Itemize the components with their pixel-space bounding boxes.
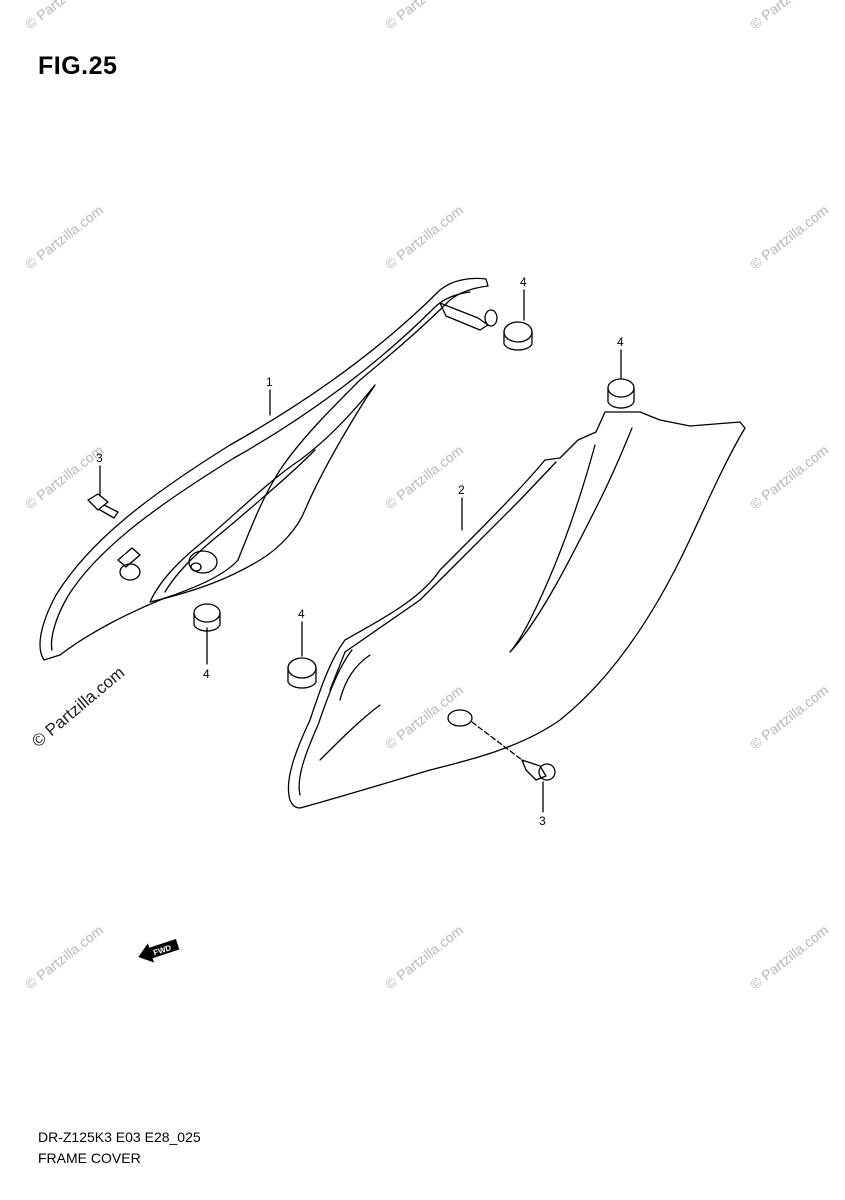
watermark: © Partzilla.com	[747, 442, 831, 513]
watermark: © Partzilla.com	[382, 202, 466, 273]
frame-cover-upper	[39, 277, 498, 661]
grommet-lower	[287, 657, 317, 689]
callout-part-4: 4	[203, 667, 210, 681]
watermark: © Partzilla.com	[22, 0, 106, 32]
watermark: © Partzilla.com	[382, 682, 466, 753]
grommet-top	[503, 321, 533, 351]
watermark: © Partzilla.com	[22, 922, 106, 993]
callout-part-3: 3	[539, 814, 546, 828]
watermark: © Partzilla.com	[22, 442, 106, 513]
forward-arrow-icon: FWD	[138, 939, 180, 963]
callout-part-4: 4	[617, 335, 624, 349]
figure-title: FIG.25	[38, 52, 118, 80]
footer: DR-Z125K3 E03 E28_025 FRAME COVER	[38, 1127, 201, 1169]
bolt-right	[521, 759, 556, 781]
watermark: © Partzilla.com	[747, 922, 831, 993]
leader-lines	[99, 289, 622, 813]
callout-part-1: 1	[266, 375, 273, 389]
fwd-label: FWD	[152, 943, 172, 957]
watermark: © Partzilla.com	[382, 442, 466, 513]
grommet-left	[193, 603, 221, 632]
callout-labels: 1 2 3 3 4 4 4 4	[96, 275, 624, 828]
callout-part-4: 4	[298, 607, 305, 621]
bolt-left	[87, 493, 119, 519]
watermark: © Partzilla.com	[747, 0, 831, 32]
callout-part-3: 3	[96, 451, 103, 465]
callout-part-4: 4	[520, 275, 527, 289]
watermark: © Partzilla.com	[747, 202, 831, 273]
section-name: FRAME COVER	[38, 1150, 141, 1166]
frame-cover-lower	[287, 411, 746, 809]
watermark-prominent: © Partzilla.com	[28, 663, 128, 751]
watermark: © Partzilla.com	[382, 0, 466, 32]
watermark: © Partzilla.com	[382, 922, 466, 993]
callout-part-2: 2	[458, 483, 465, 497]
model-code: DR-Z125K3 E03 E28_025	[38, 1129, 201, 1145]
watermark: © Partzilla.com	[747, 682, 831, 753]
grommet-right	[607, 378, 635, 409]
watermark: © Partzilla.com	[22, 202, 106, 273]
